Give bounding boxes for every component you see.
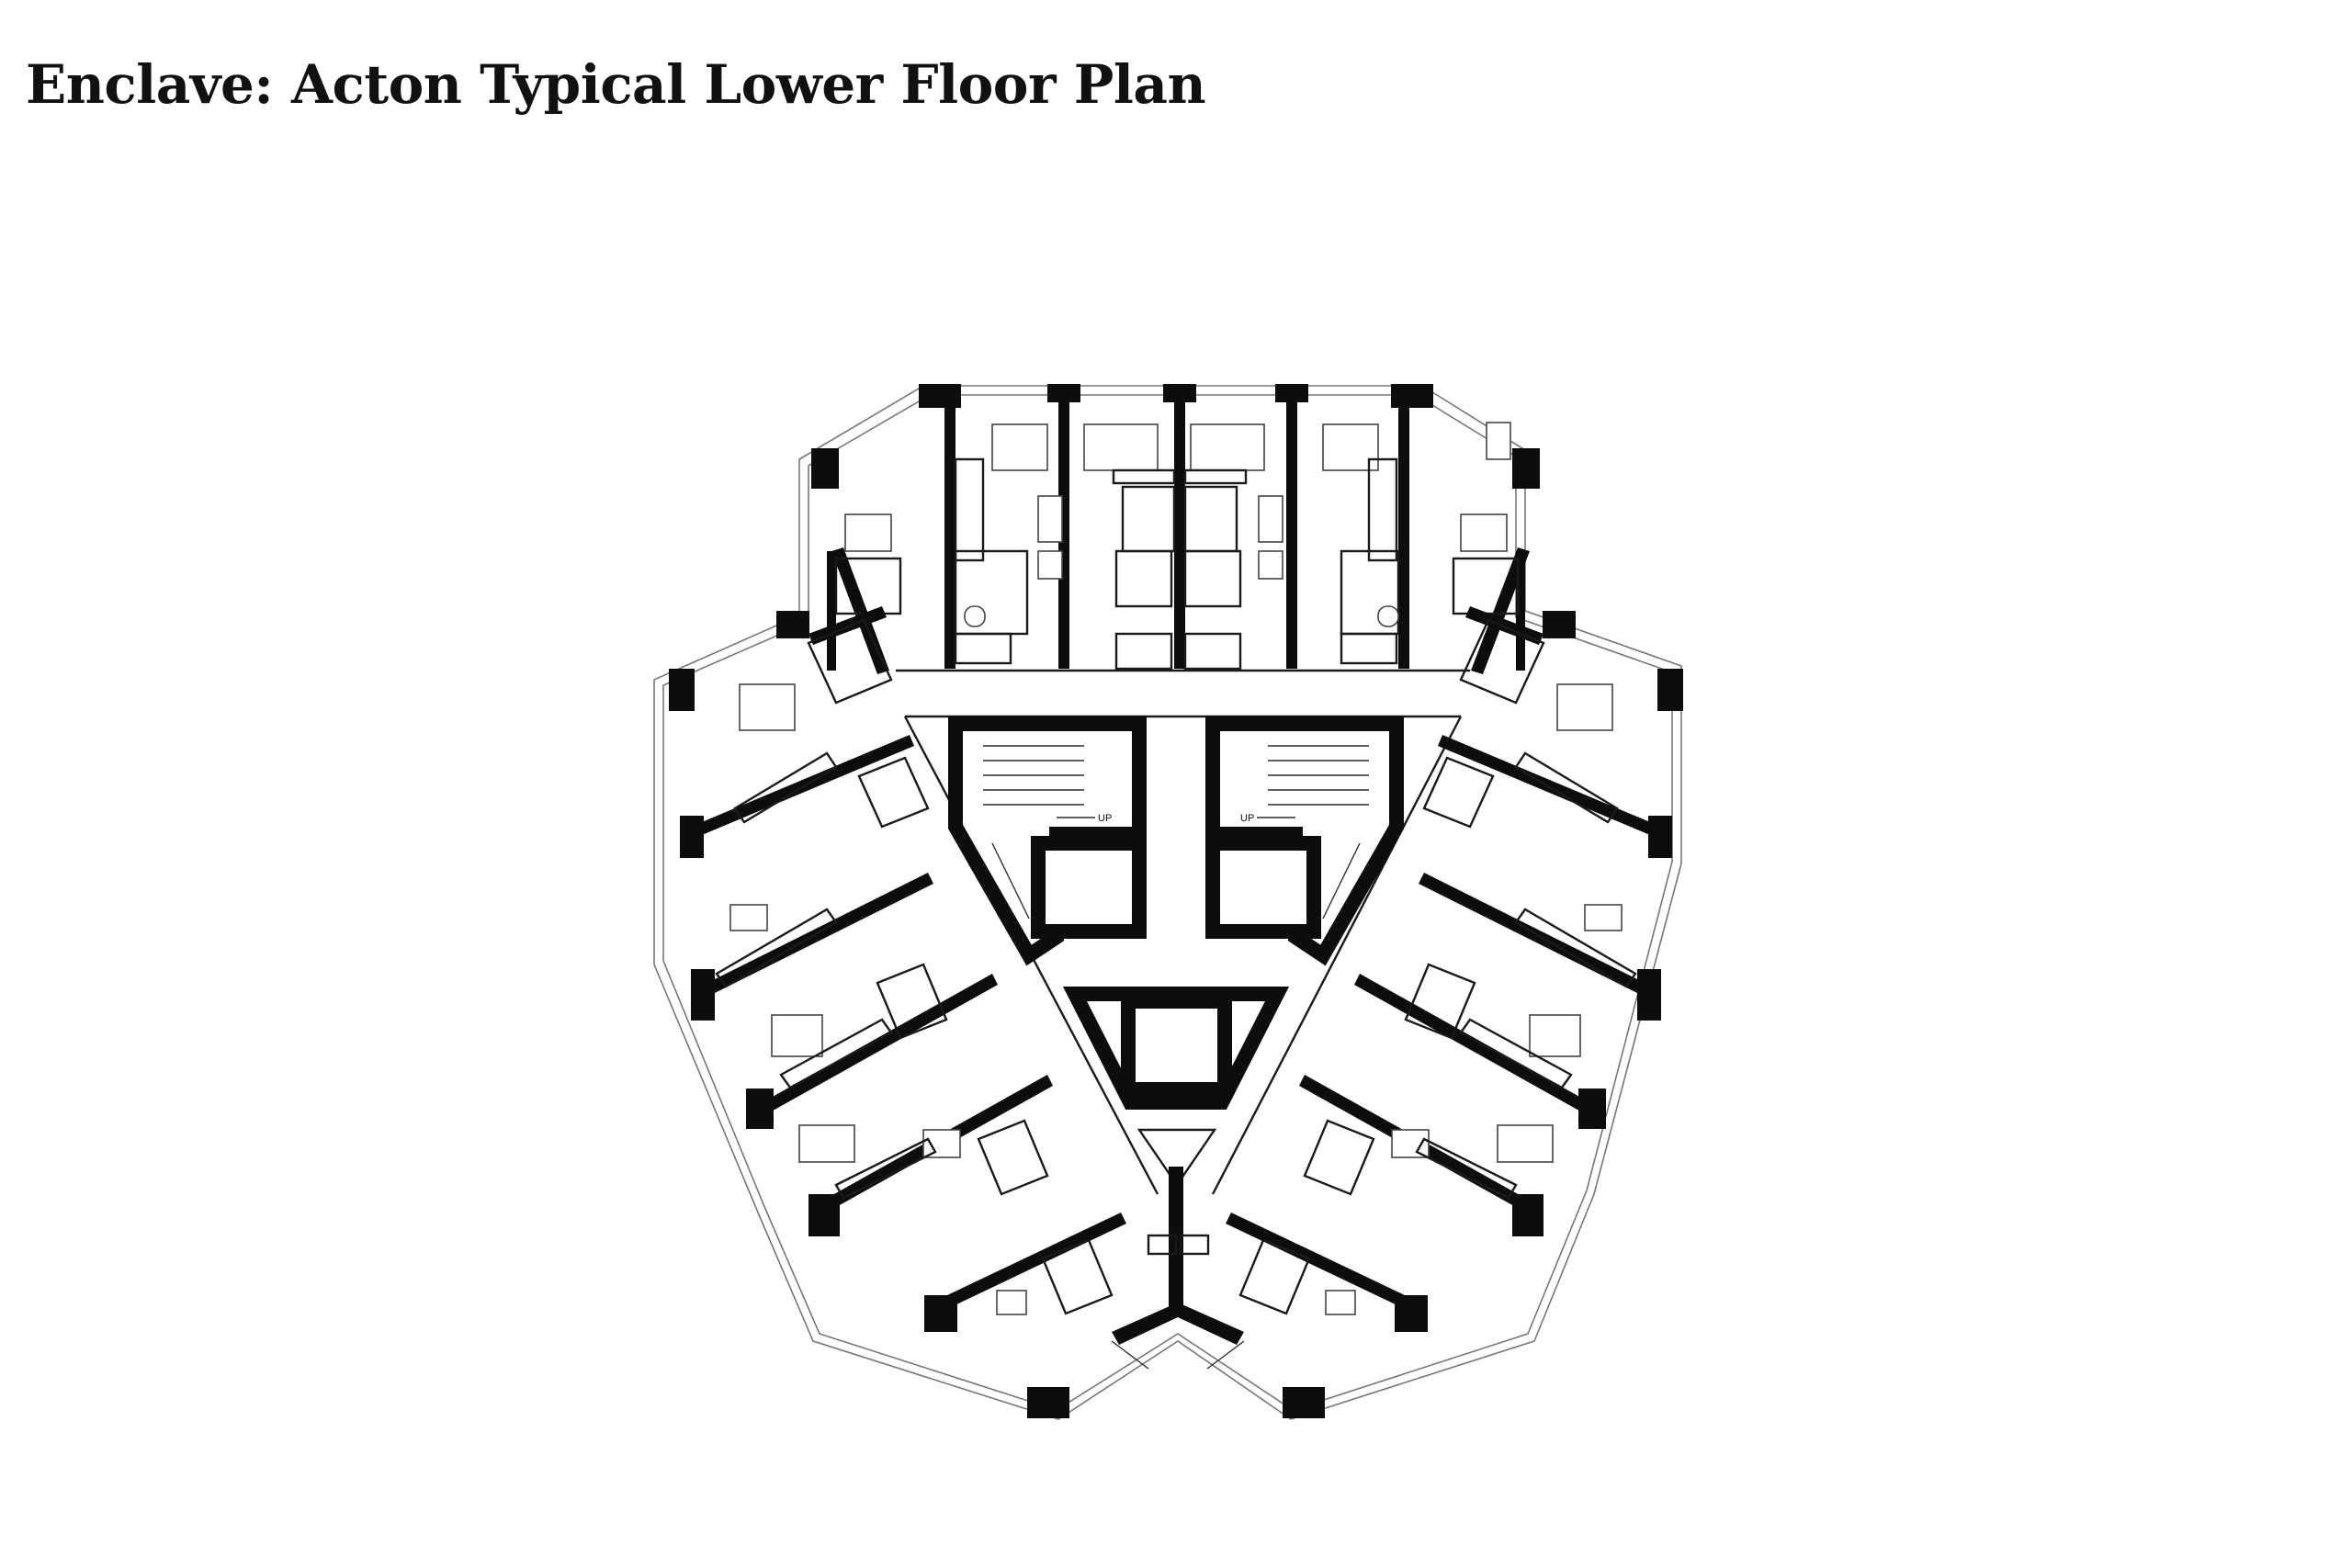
top-wing-walls [811, 384, 1540, 674]
building-envelope [653, 385, 1682, 1420]
stair-label-right: UP [1240, 813, 1254, 824]
right-wing-walls [1226, 606, 1683, 1418]
top-wing-units [834, 422, 1520, 671]
bottom-tip [1111, 1234, 1245, 1370]
page-title: Enclave: Acton Typical Lower Floor Plan [26, 53, 1206, 116]
core-stairs-lifts: UP UP [948, 716, 1404, 1314]
stair-label-left: UP [1098, 813, 1112, 824]
left-wing-walls [669, 606, 1126, 1418]
